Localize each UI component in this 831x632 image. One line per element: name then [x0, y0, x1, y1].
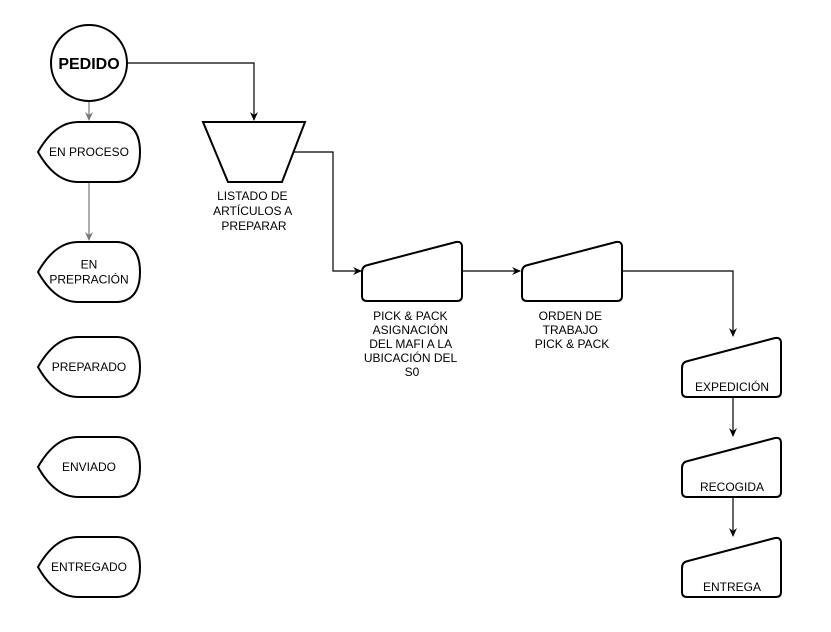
status-shape: [36, 536, 142, 598]
listado-trapezoid: [201, 121, 307, 183]
orden-label: ORDEN DE TRABAJO PICK & PACK: [535, 309, 609, 351]
status-node[interactable]: ENTREGADO: [36, 536, 142, 598]
status-shape: [36, 121, 142, 183]
status-shape: [36, 436, 142, 498]
status-shape: [36, 241, 142, 303]
pedido-circle: [50, 24, 128, 102]
listado-label: LISTADO DE ARTÍCULOS A PREPARAR: [213, 189, 295, 233]
pick-pack-label: PICK & PACK ASIGNACIÓN DEL MAFI A LA UBI…: [364, 309, 460, 379]
connector-orden-to-expedicion[interactable]: [622, 270, 737, 337]
pedido-label: PEDIDO: [58, 56, 119, 73]
node-pedido[interactable]: PEDIDO: [50, 24, 128, 102]
status-label: ENTREGADO: [51, 560, 127, 574]
connector-pedido-to-listado[interactable]: [124, 62, 258, 121]
status-node[interactable]: ENVIADO: [36, 436, 142, 498]
status-node[interactable]: PREPARADO: [36, 336, 142, 398]
recogida-label: RECOGIDA: [700, 480, 764, 494]
entrega-shape: [681, 536, 782, 598]
status-label: PREPARADO: [52, 360, 126, 374]
entrega-label: ENTREGA: [703, 580, 761, 594]
pick-pack-shape: [361, 240, 463, 302]
expedicion-label: EXPEDICIÓN: [695, 379, 769, 394]
node-expedicion[interactable]: EXPEDICIÓN: [681, 336, 782, 398]
status-shape: [36, 336, 142, 398]
status-label: ENVIADO: [62, 460, 116, 474]
recogida-shape: [681, 436, 782, 498]
node-orden-trabajo[interactable]: ORDEN DE TRABAJO PICK & PACK: [521, 240, 623, 351]
node-listado[interactable]: LISTADO DE ARTÍCULOS A PREPARAR: [201, 121, 307, 233]
orden-shape: [521, 240, 623, 302]
connector-listado-to-pick-pack[interactable]: [294, 151, 362, 275]
status-label: EN PROCESO: [49, 145, 129, 159]
node-pick-pack[interactable]: PICK & PACK ASIGNACIÓN DEL MAFI A LA UBI…: [361, 240, 463, 379]
status-node[interactable]: EN PROCESO: [36, 121, 142, 183]
node-entrega[interactable]: ENTREGA: [681, 536, 782, 598]
node-recogida[interactable]: RECOGIDA: [681, 436, 782, 498]
expedicion-shape: [681, 336, 782, 398]
